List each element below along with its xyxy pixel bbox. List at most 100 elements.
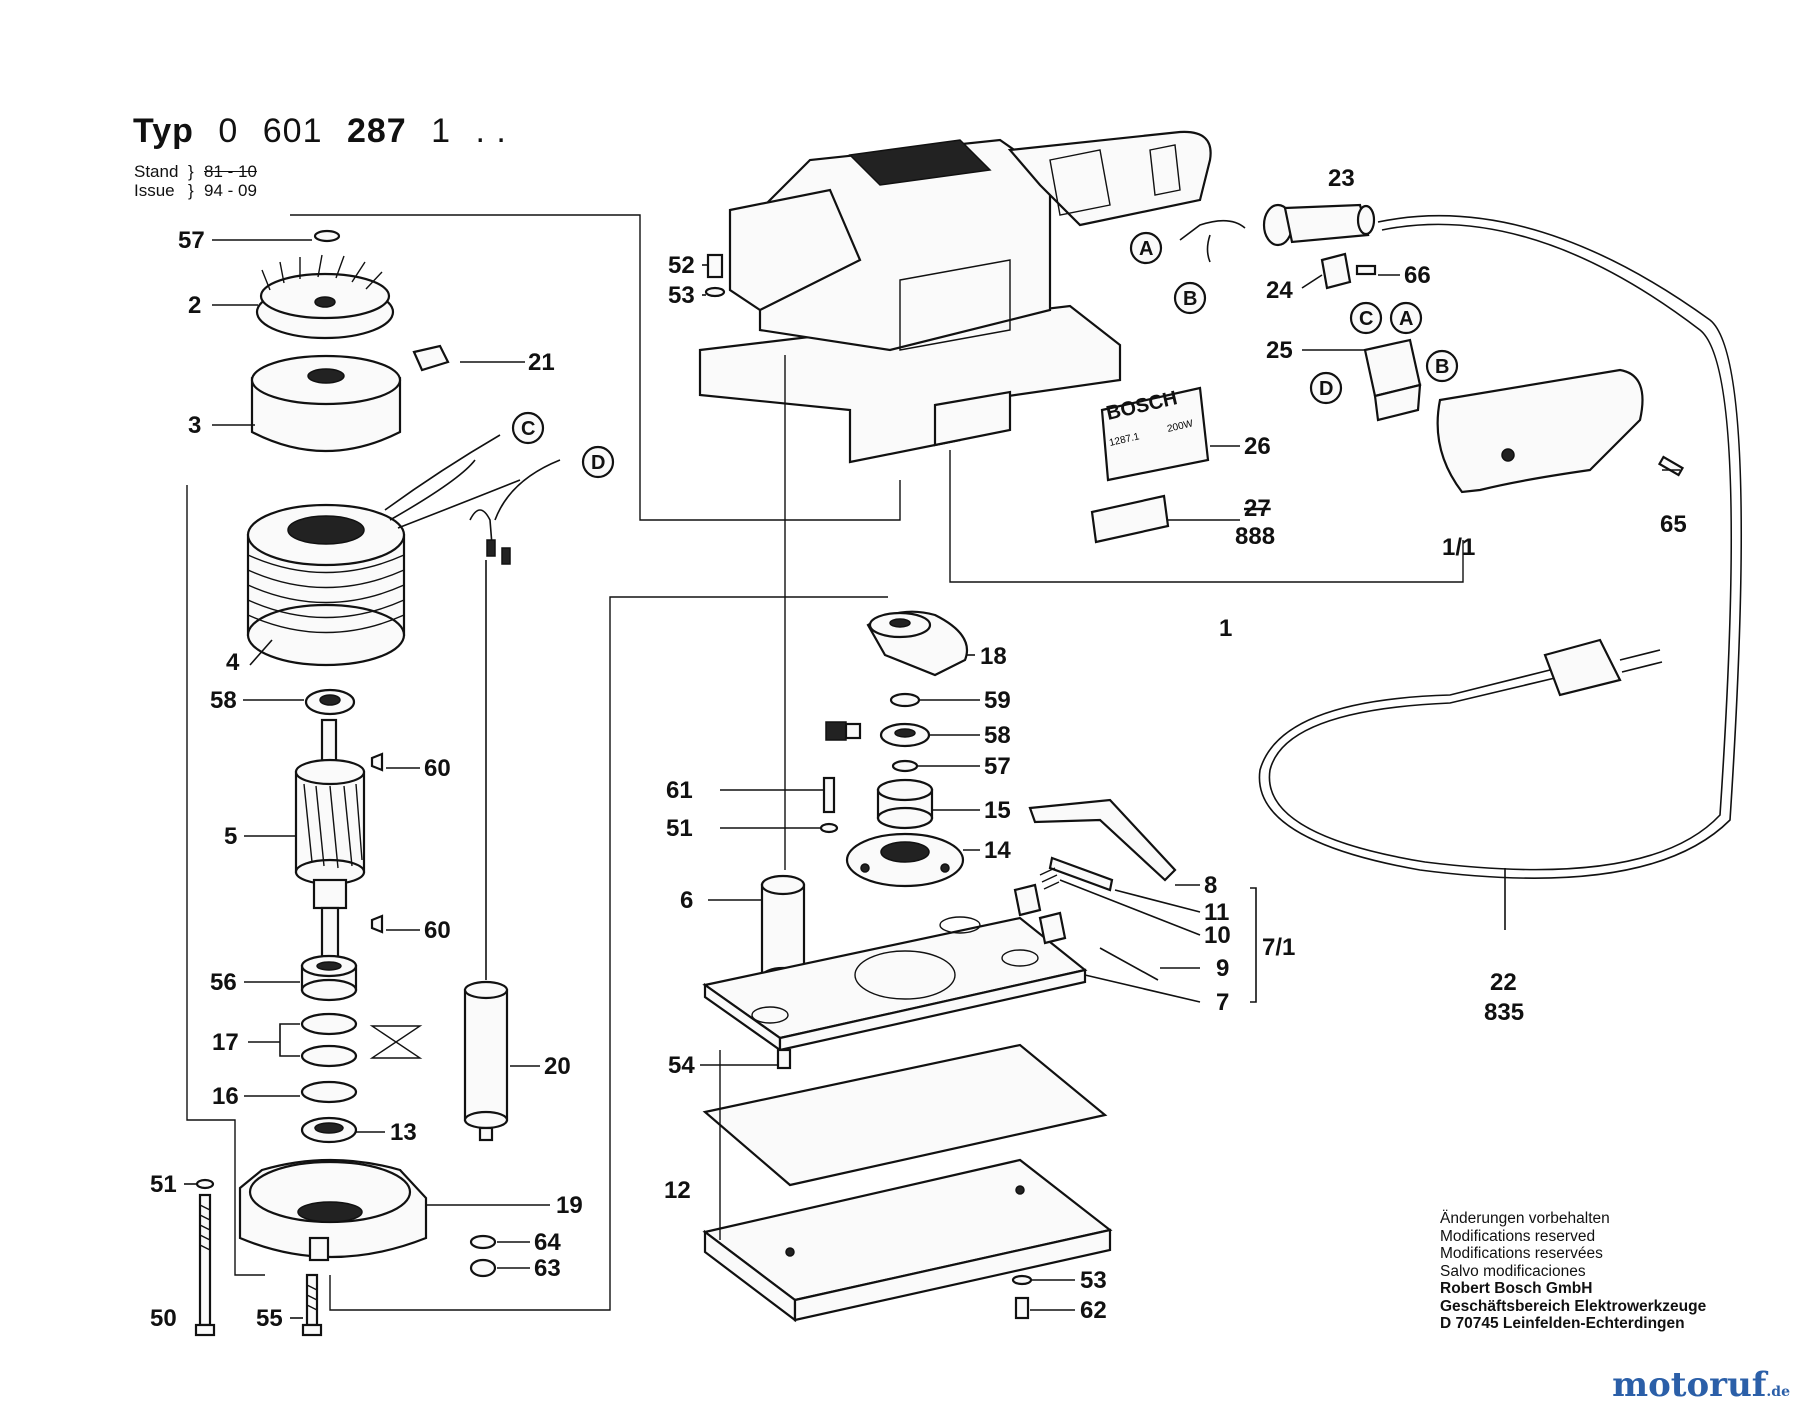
part-21-clip <box>412 344 450 372</box>
label-4: 4 <box>226 649 240 676</box>
part-14-flange <box>845 832 965 888</box>
clip-part-b <box>844 722 862 740</box>
type-part-1: 0 <box>218 112 239 150</box>
label-55: 55 <box>256 1305 283 1332</box>
watermark-name: motoruf <box>1612 1365 1767 1405</box>
label-9: 9 <box>1216 955 1229 982</box>
part-60-key-b <box>370 914 384 934</box>
part-888-label <box>1090 494 1170 544</box>
part-9-pin <box>1099 947 1159 981</box>
part-5-armature <box>294 718 366 962</box>
note-de: Änderungen vorbehalten <box>1440 1210 1610 1227</box>
label-3: 3 <box>188 412 201 439</box>
note-division: Geschäftsbereich Elektrowerkzeuge <box>1440 1297 1707 1315</box>
label-53-a: 53 <box>668 282 695 309</box>
type-label: Typ <box>133 112 194 150</box>
marker-c-coil: C <box>511 411 545 445</box>
part-51-washer-center <box>819 822 839 834</box>
marker-c-switch: C <box>1349 301 1383 335</box>
label-63: 63 <box>534 1255 561 1282</box>
watermark-logo: motoruf.de <box>1612 1365 1790 1405</box>
part-66-screw <box>1355 264 1377 276</box>
part-8-lever <box>1028 798 1177 882</box>
svg-text:D: D <box>1319 378 1333 400</box>
label-57: 57 <box>178 227 205 254</box>
part-58-bearing <box>304 688 356 716</box>
part-1-1-handle <box>1436 368 1644 494</box>
bracket-7-1 <box>1250 887 1257 1003</box>
part-4-field-coil <box>246 503 406 667</box>
label-17: 17 <box>212 1029 239 1056</box>
label-5: 5 <box>224 823 237 850</box>
svg-text:C: C <box>1359 308 1373 330</box>
label-13: 13 <box>390 1119 417 1146</box>
bracket-1 <box>949 450 1464 583</box>
label-1: 1 <box>1219 615 1232 642</box>
part-57-ring-lower <box>891 759 919 773</box>
label-23: 23 <box>1328 165 1355 192</box>
assembly-guide-bottom <box>329 596 888 1311</box>
label-58-b: 58 <box>984 722 1011 749</box>
part-16-washer <box>300 1080 358 1104</box>
part-22-cable <box>1258 214 1743 879</box>
label-62: 62 <box>1080 1297 1107 1324</box>
part-11-clip <box>1048 856 1114 892</box>
svg-text:A: A <box>1139 238 1153 260</box>
part-51-washer-left <box>195 1178 215 1190</box>
part-7-base-plate <box>702 883 1088 1053</box>
plug <box>1543 638 1663 697</box>
watermark-tld: .de <box>1766 1384 1790 1400</box>
assembly-guide-left <box>186 485 265 1276</box>
leader-lines <box>184 239 1680 1319</box>
part-3-fan-cover <box>250 354 402 452</box>
label-51-b: 51 <box>666 815 693 842</box>
coil-wires <box>384 434 521 529</box>
part-15-sleeve <box>876 778 934 830</box>
svg-text:B: B <box>1183 288 1197 310</box>
label-25: 25 <box>1266 337 1293 364</box>
part-12-sanding-pad <box>702 1158 1113 1323</box>
label-52: 52 <box>668 252 695 279</box>
part-54-screw <box>776 1048 792 1070</box>
note-company: Robert Bosch GmbH <box>1440 1280 1593 1297</box>
label-64: 64 <box>534 1229 561 1256</box>
part-53-washer-lower <box>1011 1274 1033 1286</box>
label-27: 27 <box>1244 495 1271 522</box>
label-18: 18 <box>980 643 1007 670</box>
marker-d-coil: D <box>581 445 615 479</box>
cable-inner <box>1268 223 1733 871</box>
part-17-washer-a <box>300 1012 358 1036</box>
label-53-b: 53 <box>1080 1267 1107 1294</box>
part-25-switch <box>1363 338 1422 422</box>
part-60-key-a <box>370 752 384 772</box>
label-50: 50 <box>150 1305 177 1332</box>
label-57-b: 57 <box>984 753 1011 780</box>
type-heading: Typ 0 601 287 1 . . <box>133 112 521 151</box>
note-fr: Modifications reservées <box>1440 1245 1603 1262</box>
part-56-bearing <box>300 954 358 1002</box>
part-52-screw <box>706 253 724 279</box>
brace-1: } <box>188 162 194 181</box>
issue-label: Issue <box>134 181 175 200</box>
label-24: 24 <box>1266 277 1293 304</box>
brace-2: } <box>188 181 194 200</box>
part-55-screw <box>301 1273 323 1337</box>
stand-value: 81 - 10 <box>204 162 257 181</box>
marker-a-handle: A <box>1129 231 1163 265</box>
label-2: 2 <box>188 292 201 319</box>
label-11: 11 <box>1204 899 1229 926</box>
switch-wire <box>1179 219 1246 263</box>
label-14: 14 <box>984 837 1011 864</box>
coil-terminals <box>469 459 561 546</box>
label-835: 835 <box>1484 999 1524 1026</box>
part-13-seal <box>300 1116 358 1144</box>
label-56: 56 <box>210 969 237 996</box>
type-part-2: 601 <box>262 112 323 150</box>
label-888: 888 <box>1235 523 1275 550</box>
revision-block: Stand } 81 - 10 Issue } 94 - 09 <box>134 162 257 200</box>
type-part-4: 1 <box>431 112 452 150</box>
label-16: 16 <box>212 1083 239 1110</box>
clip-part <box>825 721 847 741</box>
type-part-5: . . <box>475 112 507 150</box>
